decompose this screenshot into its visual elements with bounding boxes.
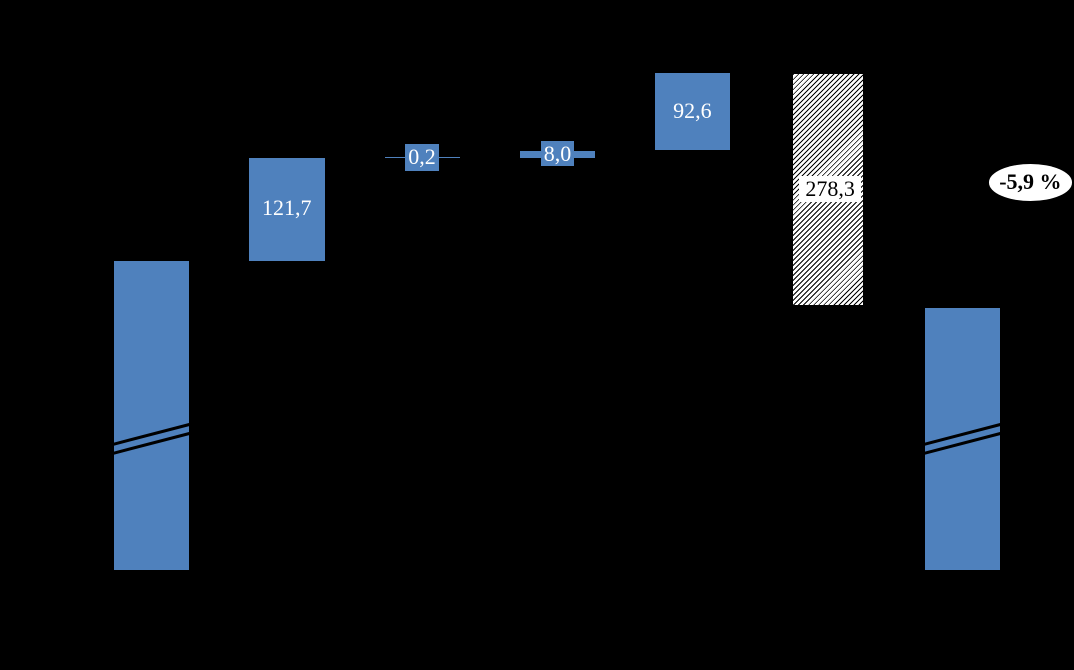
bar-increase-4[interactable] <box>655 72 730 151</box>
total-change-label: -5,9 % <box>999 169 1062 195</box>
bar-value-label-box: 8,0 <box>541 140 574 167</box>
bar-value-label: 92,6 <box>673 97 712 123</box>
bar-value-label: 278,3 <box>805 175 855 201</box>
bar-value-label: 121,7 <box>261 195 312 221</box>
bar-value-label-box: 278,3 <box>799 175 861 202</box>
bar-start-total[interactable] <box>113 261 190 570</box>
bar-value-label: 8,0 <box>543 140 572 166</box>
bar-value-label-box: 0,2 <box>405 144 439 171</box>
bar-value-label: 0,2 <box>408 144 436 170</box>
total-change-badge[interactable]: -5,9 % <box>988 164 1072 201</box>
bar-increase-1[interactable] <box>248 158 325 261</box>
